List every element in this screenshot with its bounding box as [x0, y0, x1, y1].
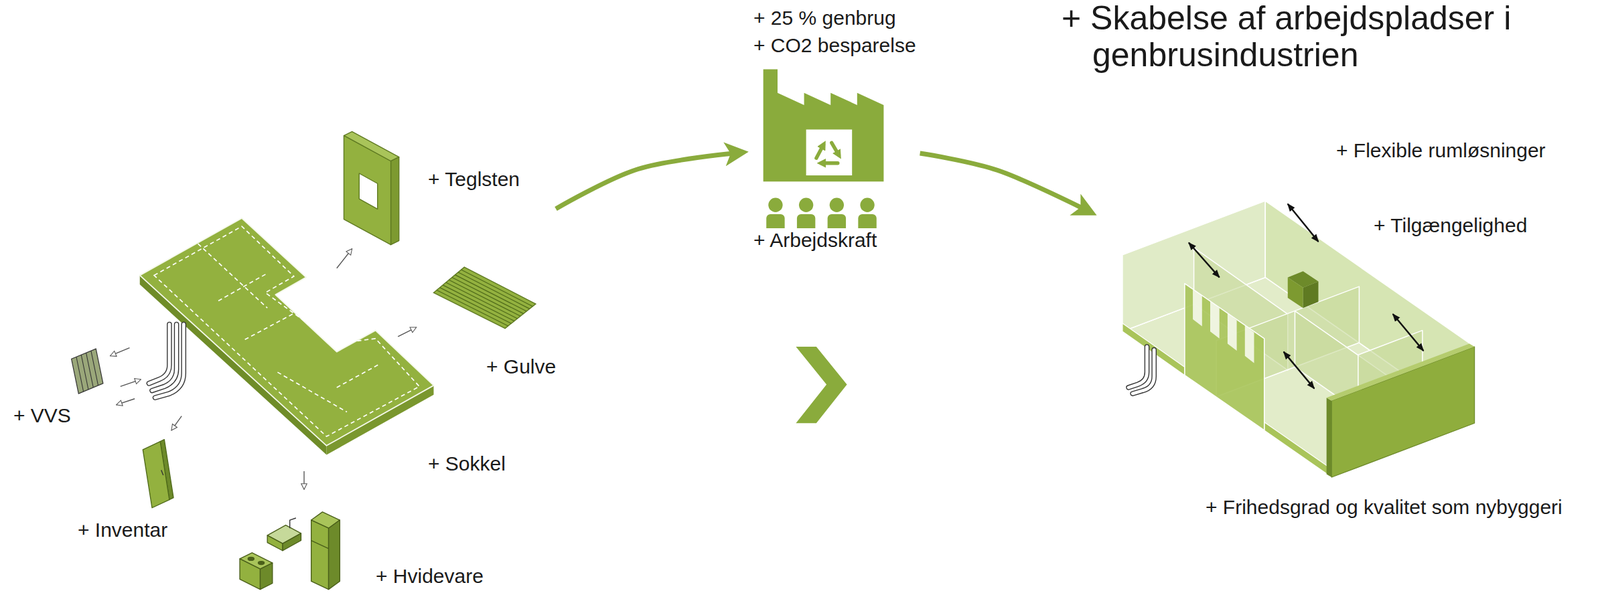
part-label: + VVS — [12, 403, 73, 428]
benefit-label: + Flexible rumløsninger — [1334, 138, 1548, 163]
factory-icon — [763, 69, 885, 183]
node-label: + Sokkel — [426, 452, 507, 477]
chevron — [795, 346, 847, 424]
node-label: + 25 % genbrug — [752, 6, 898, 31]
recycling-plant: + 25 % genbrug+ CO2 besparelse + Arbejdsk… — [748, 5, 921, 256]
foundation-slab — [139, 218, 434, 455]
node-label: + Arbejdskraft — [752, 228, 879, 253]
brick-wall-piece — [343, 131, 399, 246]
flow-arrow — [555, 153, 735, 209]
appliances — [239, 512, 340, 591]
part-label: + Teglsten — [426, 167, 522, 192]
door — [142, 440, 174, 509]
part-label: + Gulve — [484, 354, 558, 380]
flow-arrow — [920, 153, 1084, 209]
node-label: + Frihedsgrad og kvalitet som nybyggeri — [1204, 495, 1564, 520]
new-building-illustration — [1122, 200, 1475, 478]
benefit-heading: + Skabelse af arbejdspladser i genbrusin… — [1061, 0, 1563, 74]
benefit-label: + Tilgængelighed — [1372, 213, 1529, 238]
part-label: + Inventar — [76, 518, 169, 543]
plumbing-parts — [71, 324, 185, 399]
part-label: + Hvidevare — [374, 564, 485, 589]
floor-planks — [433, 267, 536, 329]
node-label: + CO2 besparelse — [752, 33, 918, 58]
